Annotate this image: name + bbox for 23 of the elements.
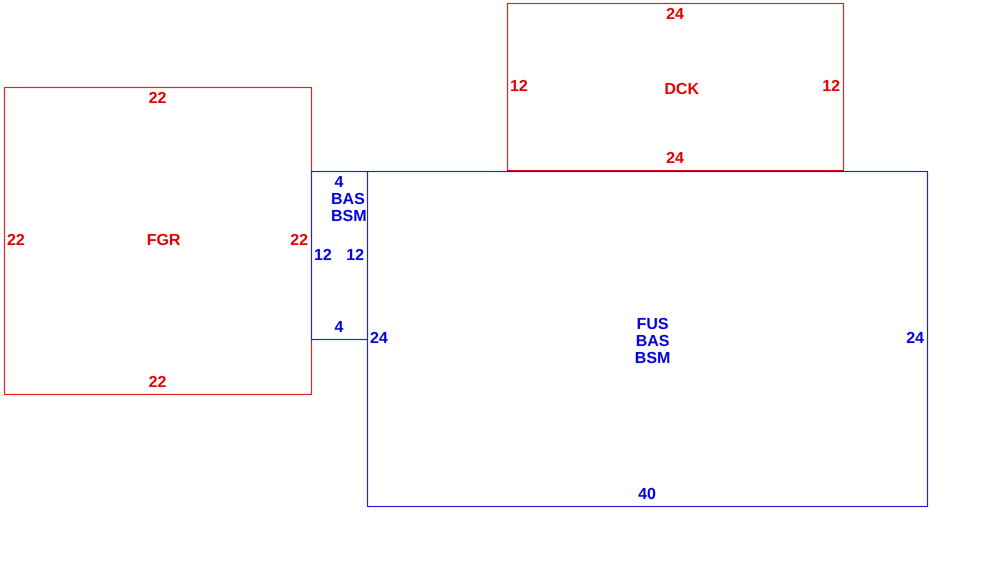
area-label: FUS BAS BSM: [634, 316, 672, 368]
dimension-label: 24: [906, 330, 924, 347]
dimension-label: 12: [346, 246, 364, 264]
dimension-label: 22: [7, 232, 25, 249]
dimension-label: 24: [666, 6, 684, 23]
dimension-label: 24: [666, 150, 684, 167]
dimension-label: 4: [334, 174, 344, 191]
dimension-label: 4: [334, 319, 344, 336]
area-label: FGR: [146, 232, 182, 249]
dimension-label: 22: [148, 90, 166, 107]
area-outline: [311, 171, 368, 340]
area-outline: [367, 171, 928, 507]
area-label: BAS BSM: [331, 191, 368, 225]
dimension-label: 12: [822, 78, 840, 95]
dimension-label: 22: [148, 374, 166, 391]
dimension-label: 22: [290, 232, 308, 249]
dimension-label: 12: [510, 78, 528, 95]
area-outline: [507, 3, 844, 171]
dimension-label: 12: [314, 246, 332, 264]
dimension-label: 40: [638, 486, 656, 503]
area-outline: [4, 87, 312, 395]
area-label: DCK: [663, 81, 700, 98]
dimension-label: 24: [370, 330, 388, 347]
